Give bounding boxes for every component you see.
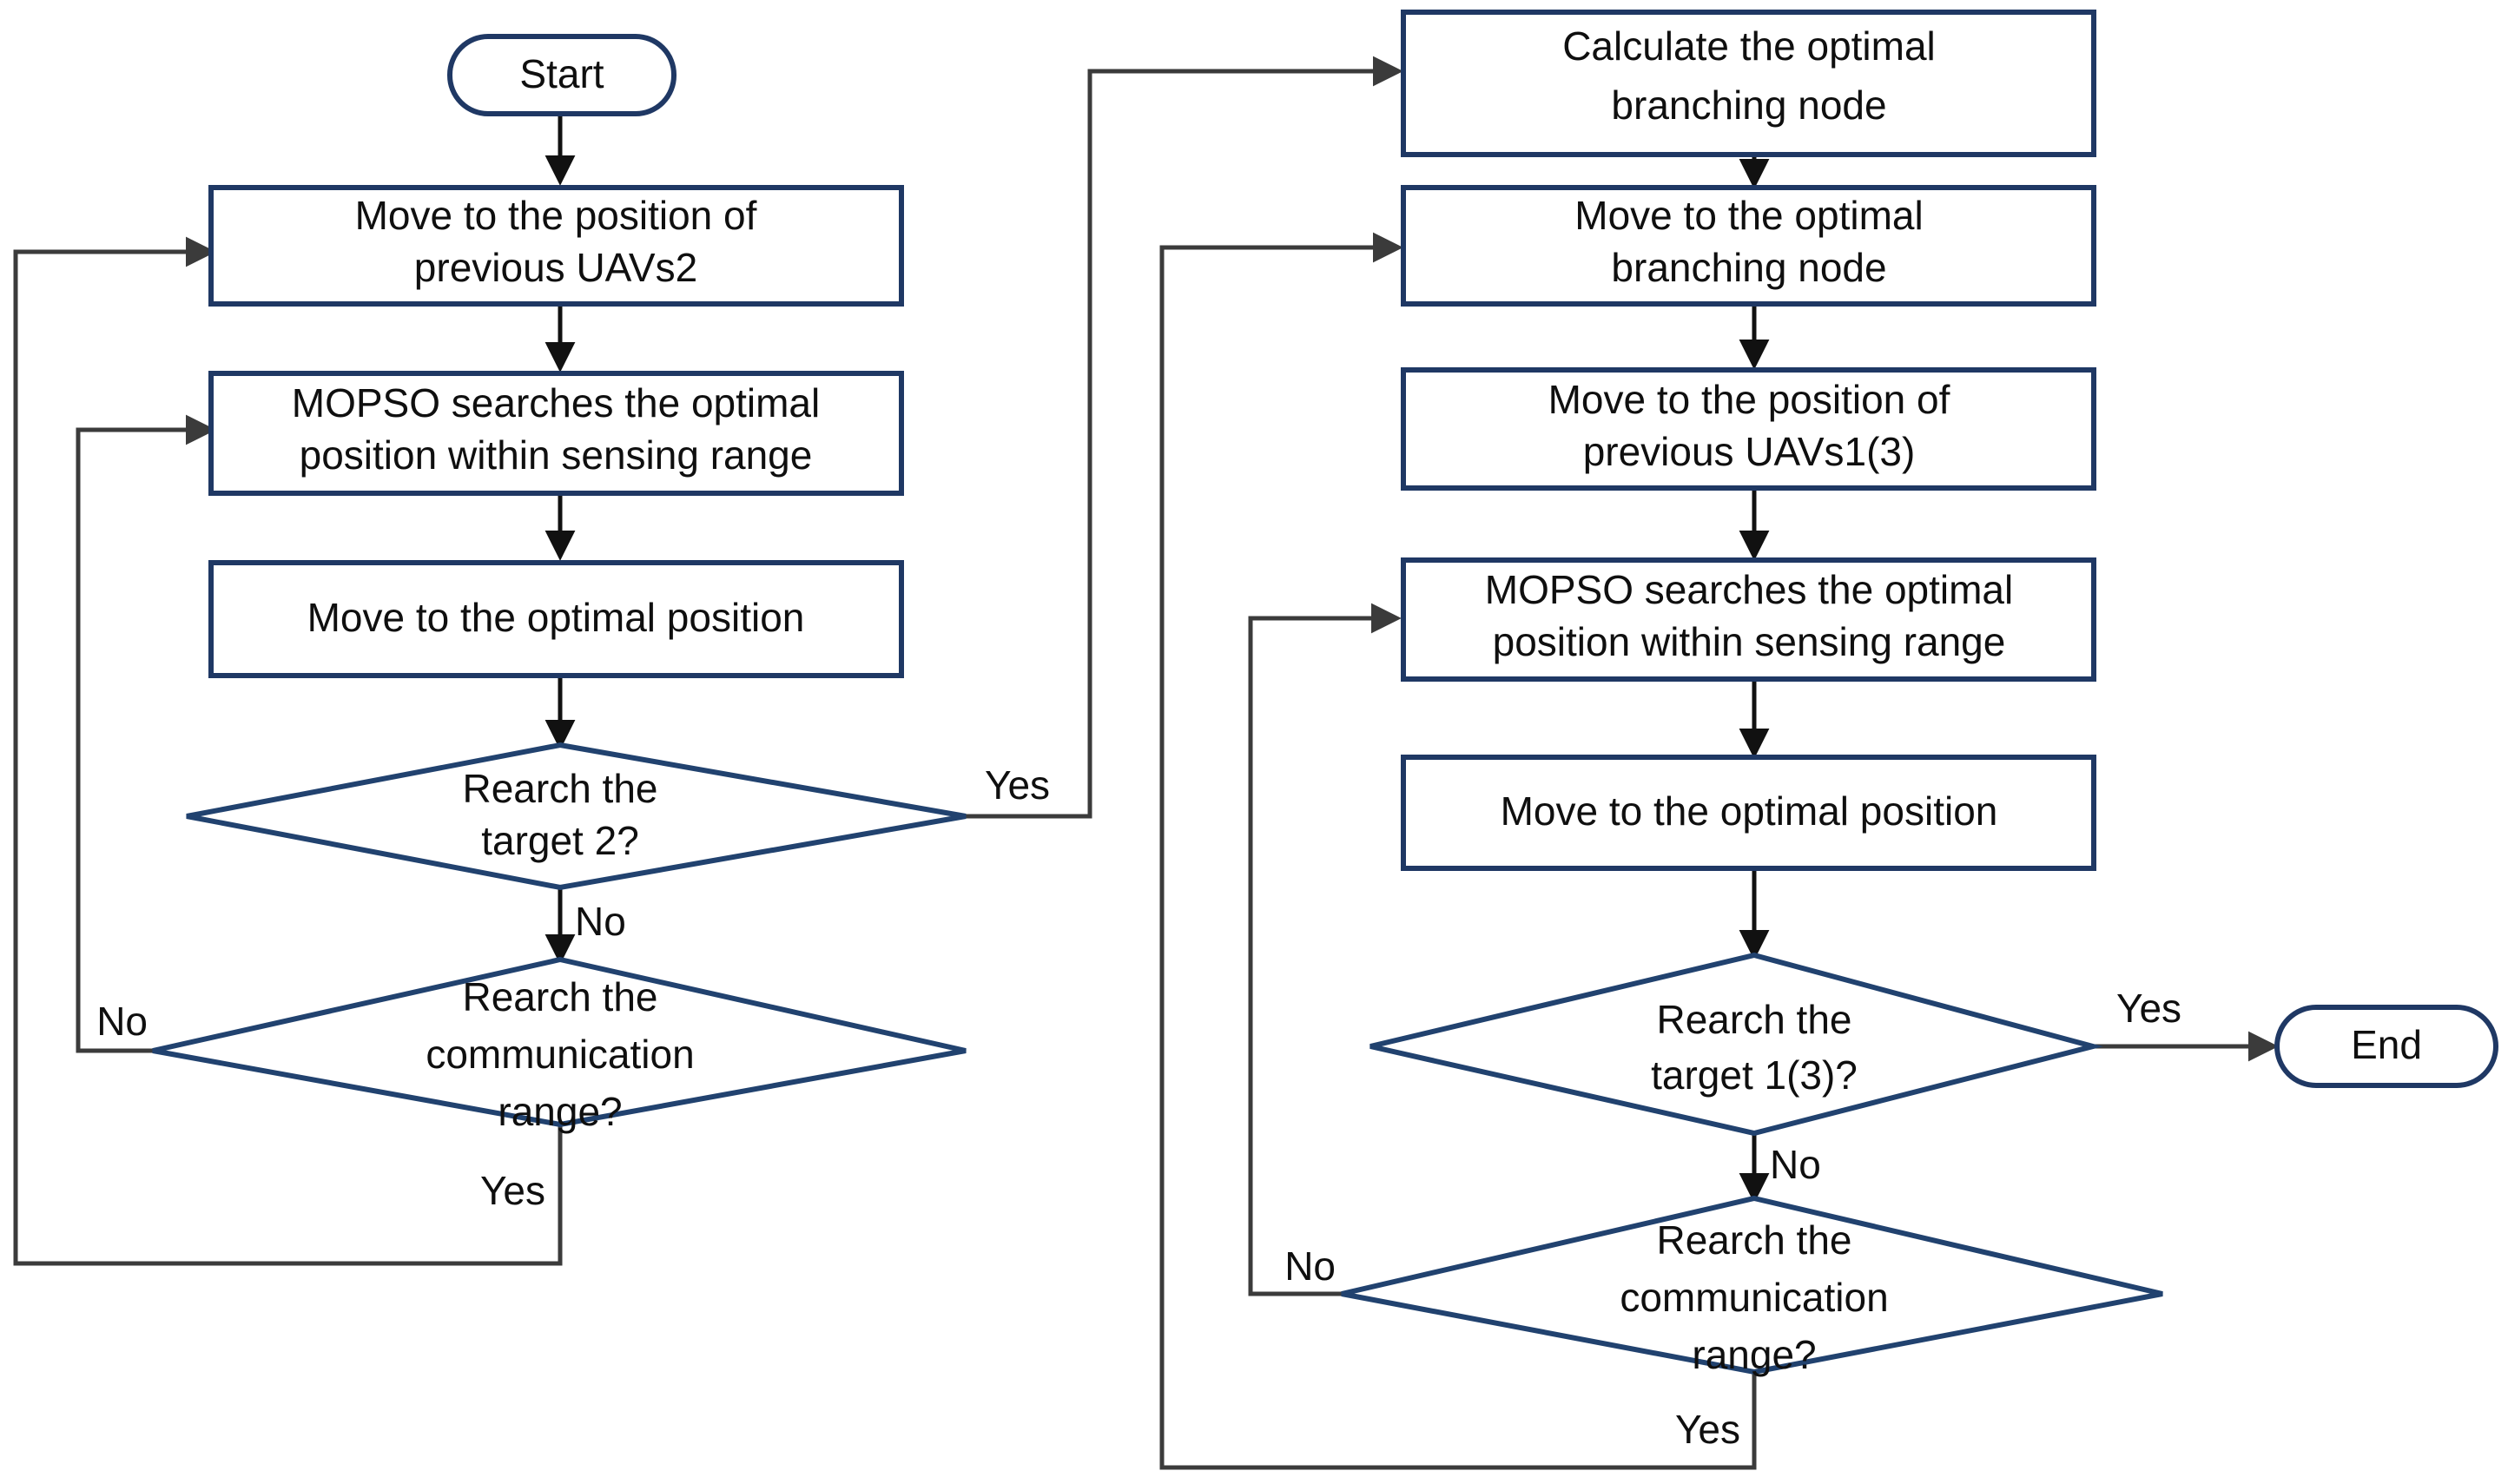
left-decision-target2-shape: [186, 742, 967, 891]
left-mopso-line1: MOPSO searches the optimal: [292, 380, 820, 425]
left-decision-comm-line1: Rearch the: [462, 974, 657, 1019]
right-move-opt-line1: Move to the optimal position: [1501, 788, 1998, 834]
left-mopso-shape: [208, 371, 904, 496]
right-mopso-shape: [1401, 557, 2096, 682]
node-left-mopso-search[interactable]: MOPSO searches the optimal position with…: [208, 371, 904, 496]
node-start[interactable]: Start: [447, 34, 676, 116]
edge-target2-yes-to-calc-node: [966, 56, 1403, 819]
start-shape: [447, 34, 676, 116]
node-right-move-previous-uavs1[interactable]: Move to the position of previous UAVs1(3…: [1401, 367, 2096, 491]
node-right-calculate-branching-node[interactable]: Calculate the optimal branching node: [1401, 10, 2096, 157]
left-move-prev-shape: [208, 185, 904, 307]
node-right-mopso-search[interactable]: MOPSO searches the optimal position with…: [1401, 557, 2096, 682]
left-move-opt-line1: Move to the optimal position: [307, 595, 805, 640]
edge-label-left-target-yes: Yes: [985, 762, 1050, 808]
edge-comm-yes-to-move-node-right: [1159, 232, 1757, 1470]
right-decision-comm-line1: Rearch the: [1656, 1217, 1851, 1263]
left-decision-target2-line2: target 2?: [481, 818, 639, 863]
left-decision-target2-line1: Rearch the: [462, 766, 657, 811]
node-left-move-previous-uavs2[interactable]: Move to the position of previous UAVs2: [208, 185, 904, 307]
edge-comm-no-to-mopso: [76, 414, 216, 1053]
start-label: Start: [519, 51, 604, 96]
end-label: End: [2351, 1022, 2422, 1067]
right-move-prev-shape: [1401, 367, 2096, 491]
right-decision-target1-shape: [1370, 952, 2103, 1137]
right-calc-node-line1: Calculate the optimal: [1562, 23, 1936, 69]
left-decision-comm-line2: communication: [426, 1032, 694, 1077]
edge-label-right-target-yes: Yes: [2116, 986, 2181, 1031]
node-left-decision-target2[interactable]: Rearch the target 2?: [186, 742, 967, 891]
right-decision-target1-line2: target 1(3)?: [1651, 1052, 1858, 1098]
left-decision-comm-line3: range?: [498, 1089, 622, 1134]
edge-label-right-target-no: No: [1770, 1142, 1821, 1187]
right-move-node-line2: branching node: [1611, 245, 1886, 290]
right-decision-target1-line1: Rearch the: [1656, 997, 1851, 1042]
node-left-decision-communication[interactable]: Rearch the communication range?: [152, 956, 967, 1134]
left-move-prev-line1: Move to the position of: [355, 193, 757, 238]
right-decision-comm-line3: range?: [1692, 1332, 1816, 1377]
right-decision-comm-line2: communication: [1620, 1275, 1888, 1320]
node-left-move-optimal-position[interactable]: Move to the optimal position: [208, 560, 904, 678]
right-calc-node-line2: branching node: [1611, 82, 1886, 128]
right-calc-node-shape: [1401, 10, 2096, 157]
left-move-prev-line2: previous UAVs2: [414, 245, 697, 290]
edge-comm-yes-to-move-prev: [13, 236, 563, 1266]
right-mopso-line2: position within sensing range: [1493, 619, 2006, 664]
edge-label-left-comm-no: No: [96, 999, 148, 1044]
left-move-opt-shape: [208, 560, 904, 678]
node-right-move-optimal-position[interactable]: Move to the optimal position: [1401, 755, 2096, 871]
right-move-prev-line1: Move to the position of: [1548, 377, 1950, 422]
right-move-node-shape: [1401, 185, 2096, 307]
right-mopso-line1: MOPSO searches the optimal: [1485, 567, 2013, 612]
right-move-node-line1: Move to the optimal: [1574, 193, 1923, 238]
edge-label-right-comm-yes: Yes: [1675, 1407, 1740, 1452]
right-move-prev-line2: previous UAVs1(3): [1583, 429, 1916, 474]
left-decision-comm-shape: [152, 956, 967, 1128]
right-move-opt-shape: [1401, 755, 2096, 871]
node-end[interactable]: End: [2274, 1005, 2498, 1088]
edge-comm-no-to-mopso-right: [1248, 603, 1402, 1296]
edge-label-left-comm-yes: Yes: [480, 1168, 545, 1213]
node-right-move-branching-node[interactable]: Move to the optimal branching node: [1401, 185, 2096, 307]
edge-label-left-target-no: No: [575, 899, 626, 944]
edge-label-right-comm-no: No: [1284, 1243, 1336, 1289]
right-decision-comm-shape: [1341, 1195, 2163, 1375]
left-mopso-line2: position within sensing range: [300, 432, 813, 478]
node-right-decision-target1[interactable]: Rearch the target 1(3)?: [1370, 952, 2103, 1137]
node-right-decision-communication[interactable]: Rearch the communication range?: [1341, 1195, 2163, 1377]
end-shape: [2274, 1005, 2498, 1088]
